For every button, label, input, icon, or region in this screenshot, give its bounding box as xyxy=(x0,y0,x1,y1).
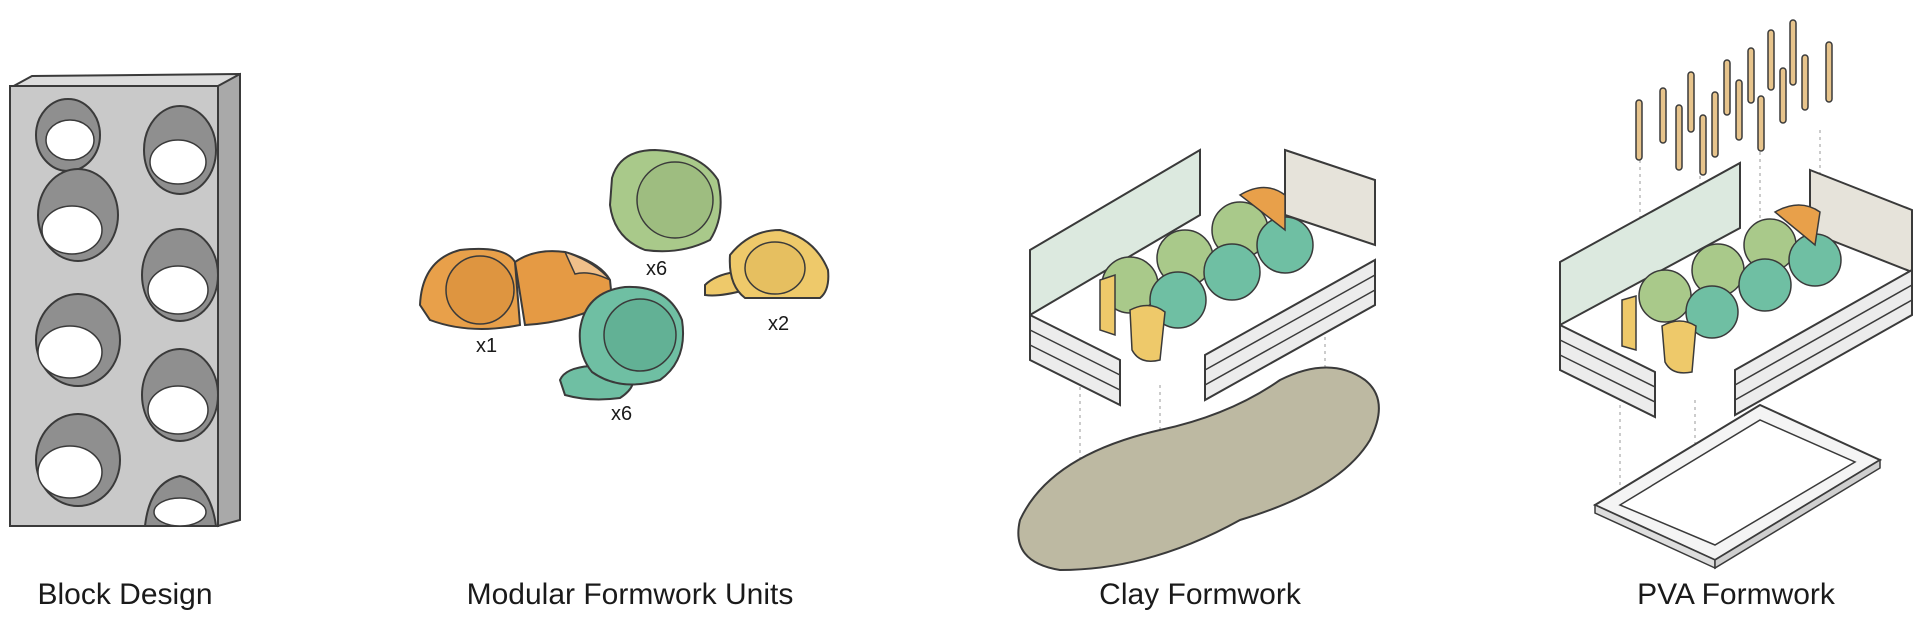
block-hole xyxy=(35,413,121,507)
green-formwork-unit xyxy=(608,148,722,253)
clay-formwork-illustration xyxy=(1017,148,1380,572)
caption-block-design: Block Design xyxy=(37,578,213,611)
teal-unit-count: x6 xyxy=(611,403,632,425)
pva-rods xyxy=(1635,19,1833,176)
pva-plate xyxy=(1592,403,1883,570)
clay-slab xyxy=(1017,366,1380,572)
block-hole xyxy=(37,168,119,262)
pva-formwork-illustration xyxy=(1559,19,1913,570)
block-hole xyxy=(35,293,121,387)
caption-modular-formwork-units: Modular Formwork Units xyxy=(466,578,794,611)
clay-formwork-units xyxy=(1099,186,1314,362)
orange-unit-count: x1 xyxy=(476,335,497,357)
pva-formwork-units xyxy=(1621,204,1842,374)
caption-pva-formwork: PVA Formwork xyxy=(1637,578,1835,611)
block-hole xyxy=(141,228,219,322)
block-design-illustration xyxy=(9,72,241,528)
block-hole xyxy=(143,474,218,527)
block-hole xyxy=(143,105,217,195)
teal-formwork-unit xyxy=(558,285,684,401)
caption-clay-formwork: Clay Formwork xyxy=(1099,578,1301,611)
modular-units-illustration: x1 x6 x2 x6 xyxy=(418,148,830,425)
block-hole xyxy=(35,98,101,172)
yellow-formwork-unit xyxy=(704,228,830,299)
yellow-unit-count: x2 xyxy=(768,313,789,335)
block-hole xyxy=(141,348,219,442)
green-unit-count: x6 xyxy=(646,258,667,280)
